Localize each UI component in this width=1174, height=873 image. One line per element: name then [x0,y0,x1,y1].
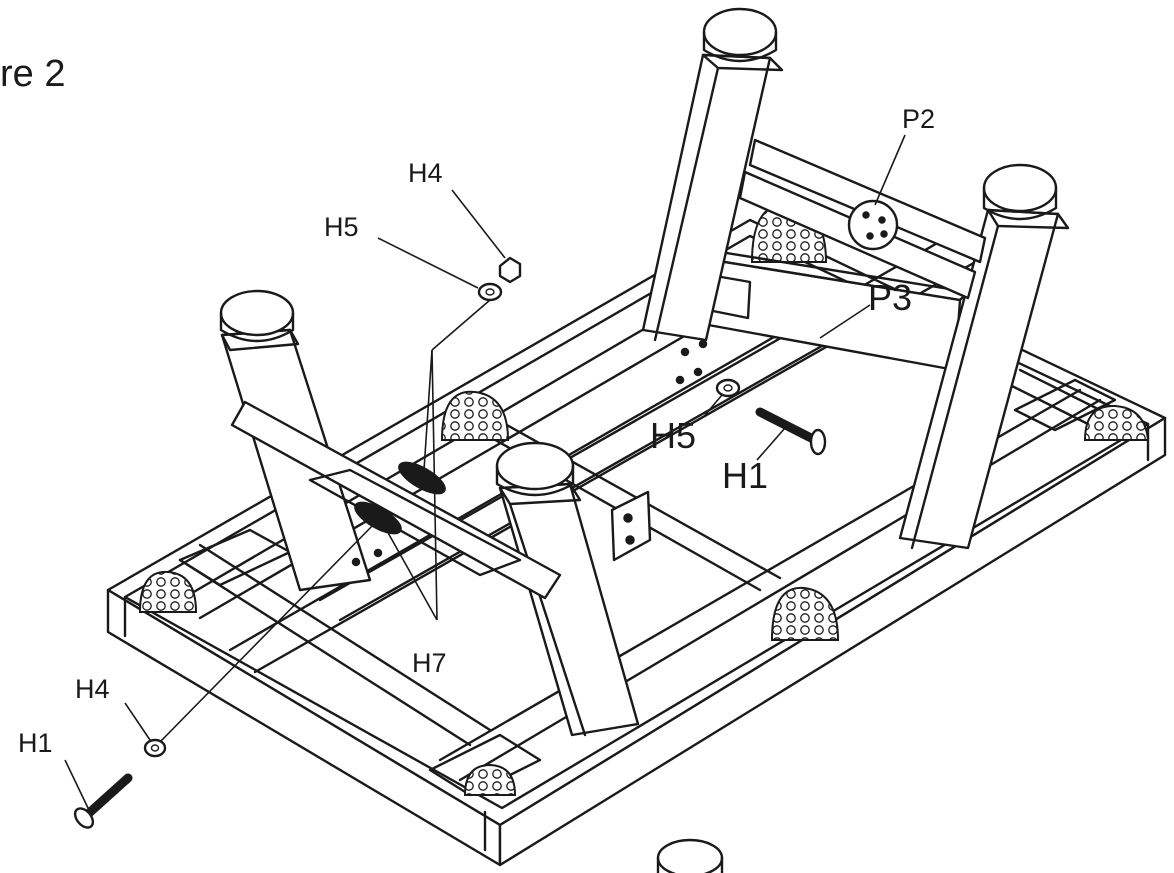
label-h5-top: H5 [324,212,359,242]
leg-back-left [641,7,784,342]
foam-pads [138,203,1150,796]
washer-h4-bottom [143,738,167,758]
leader-lines [64,134,906,809]
foam-pad [440,390,510,441]
foam-pad [770,586,840,641]
washer-h7-upper [398,461,446,495]
bolt-h1-mid [755,407,827,456]
bolt-h1-bottom [73,773,133,829]
leg-partial-bottom [656,838,724,873]
foam-pad [463,763,517,796]
label-h5-mid: H5 [650,415,696,456]
washer-h5-top [477,282,503,302]
stretcher-front [230,339,708,600]
nut-h4-top [498,256,522,284]
figure-title: re 2 [0,53,65,95]
label-h4-top: H4 [408,158,443,188]
label-h4-bottom: H4 [75,674,110,704]
part-labels: P2 P3 H4 H5 H5 H1 H7 H4 H1 [18,104,935,758]
label-h7: H7 [412,648,447,678]
label-p3: P3 [868,277,912,318]
label-h1-mid: H1 [722,455,768,496]
leg-front-right [495,441,640,737]
hardware [73,199,899,829]
foam-pad [138,570,198,613]
gear-plate-p2 [847,199,899,251]
label-p2: P2 [902,104,935,134]
label-h1-bottom: H1 [18,728,53,758]
leg-back-right [898,163,1070,550]
washer-h7-lower [354,501,402,535]
foam-pad [1083,404,1150,441]
washer-h5-mid [715,378,741,398]
